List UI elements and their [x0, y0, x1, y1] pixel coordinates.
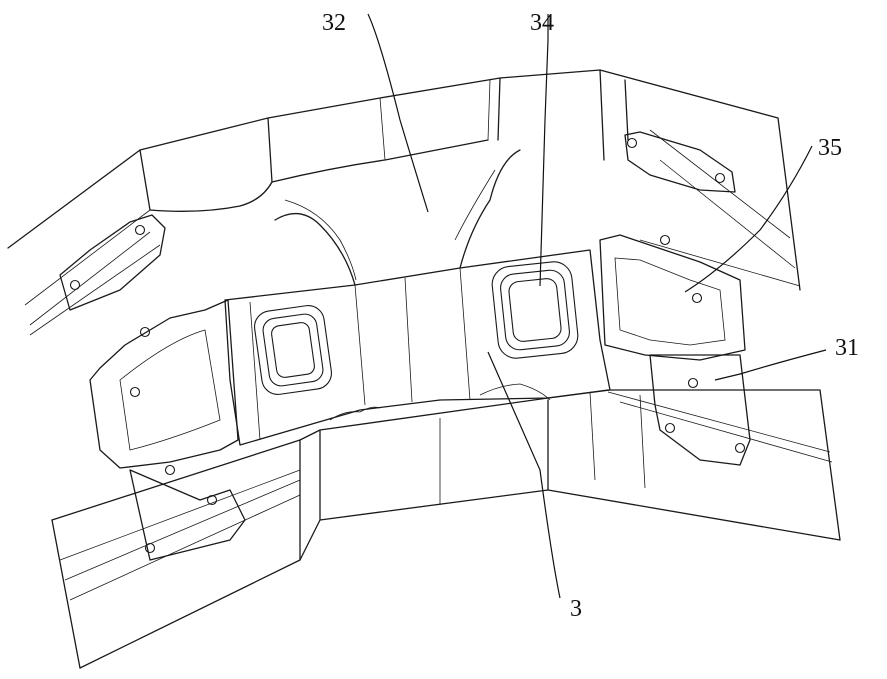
upper-rail	[8, 70, 800, 335]
label-31: 31	[835, 335, 859, 361]
lower-rail	[52, 390, 840, 668]
leader-lines	[368, 14, 826, 598]
label-34: 34	[530, 10, 554, 36]
label-32: 32	[322, 10, 346, 36]
right-brackets	[600, 132, 750, 465]
label-35: 35	[818, 135, 842, 161]
bolt-holes	[71, 139, 745, 553]
holes	[252, 260, 579, 396]
label-3: 3	[570, 596, 582, 622]
cross-member	[225, 150, 610, 445]
